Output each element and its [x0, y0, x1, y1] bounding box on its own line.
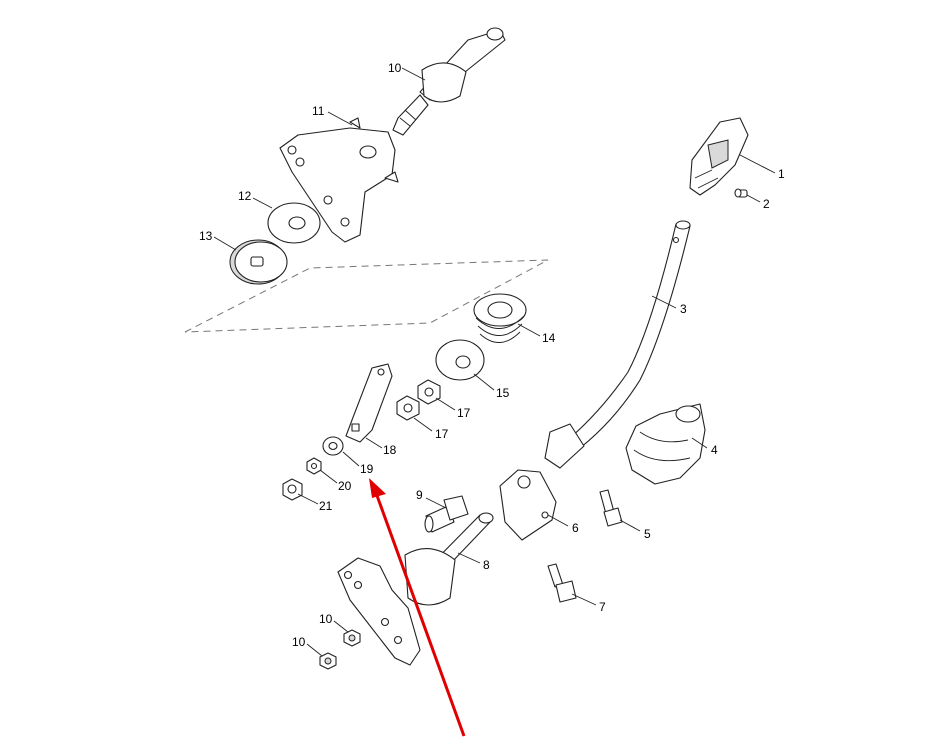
callout-9: 9 — [416, 488, 423, 502]
callout-17-lower: 17 — [435, 427, 449, 441]
highlight-arrowhead — [369, 478, 386, 498]
part-8-shaft — [404, 512, 494, 606]
part-19-washer — [322, 436, 344, 456]
callout-3: 3 — [680, 302, 687, 316]
part-9-bolt — [424, 495, 469, 533]
part-17-nut-lower — [396, 395, 420, 421]
callout-12: 11 — [312, 104, 325, 118]
callout-10-lower: 10 — [292, 635, 306, 649]
highlight-arrow — [369, 478, 466, 737]
callout-19: 19 — [360, 462, 374, 476]
callout-1: 1 — [778, 167, 785, 181]
part-5-bolt — [599, 489, 623, 527]
callout-5: 5 — [644, 527, 651, 541]
callout-14: 13 — [199, 229, 213, 243]
part-2-pin — [734, 188, 748, 198]
part-3-lever — [544, 220, 691, 469]
part-21-nut — [282, 478, 303, 501]
highlight-arrow-shaft — [373, 489, 466, 737]
dashed-assembly-outline — [184, 259, 549, 333]
part-10-nut-upper — [343, 629, 361, 647]
leader-lines — [213, 67, 776, 657]
callout-7: 7 — [599, 600, 606, 614]
callout-13: 12 — [238, 189, 252, 203]
part-18-lever-arm — [345, 363, 393, 443]
part-16-washer — [435, 339, 485, 381]
callout-20: 20 — [338, 479, 352, 493]
callout-4: 4 — [711, 443, 718, 457]
part-6-mount — [499, 469, 557, 541]
lower-bracket — [337, 557, 421, 666]
part-10-nut-lower — [319, 652, 337, 670]
callout-15: 14 — [542, 331, 556, 345]
part-11-shaft — [392, 27, 506, 136]
part-14-disc — [229, 239, 288, 285]
part-4-boot — [625, 403, 706, 485]
part-17-nut-upper — [417, 379, 441, 405]
callout-16: 15 — [496, 386, 510, 400]
callout-6: 6 — [572, 521, 579, 535]
part-12-bracket — [279, 117, 399, 243]
callout-21: 21 — [319, 499, 333, 513]
part-1-knob — [689, 117, 749, 196]
part-15-spring — [473, 293, 527, 343]
callout-8: 8 — [483, 558, 490, 572]
part-7-bolt — [547, 563, 577, 603]
callout-11: 10 — [388, 61, 402, 75]
part-13-washer — [267, 202, 321, 244]
part-20-nut — [306, 457, 322, 475]
callout-10-upper: 10 — [319, 612, 333, 626]
callout-18: 18 — [383, 443, 397, 457]
callout-17-upper: 17 — [457, 406, 471, 420]
callout-2: 2 — [763, 197, 770, 211]
